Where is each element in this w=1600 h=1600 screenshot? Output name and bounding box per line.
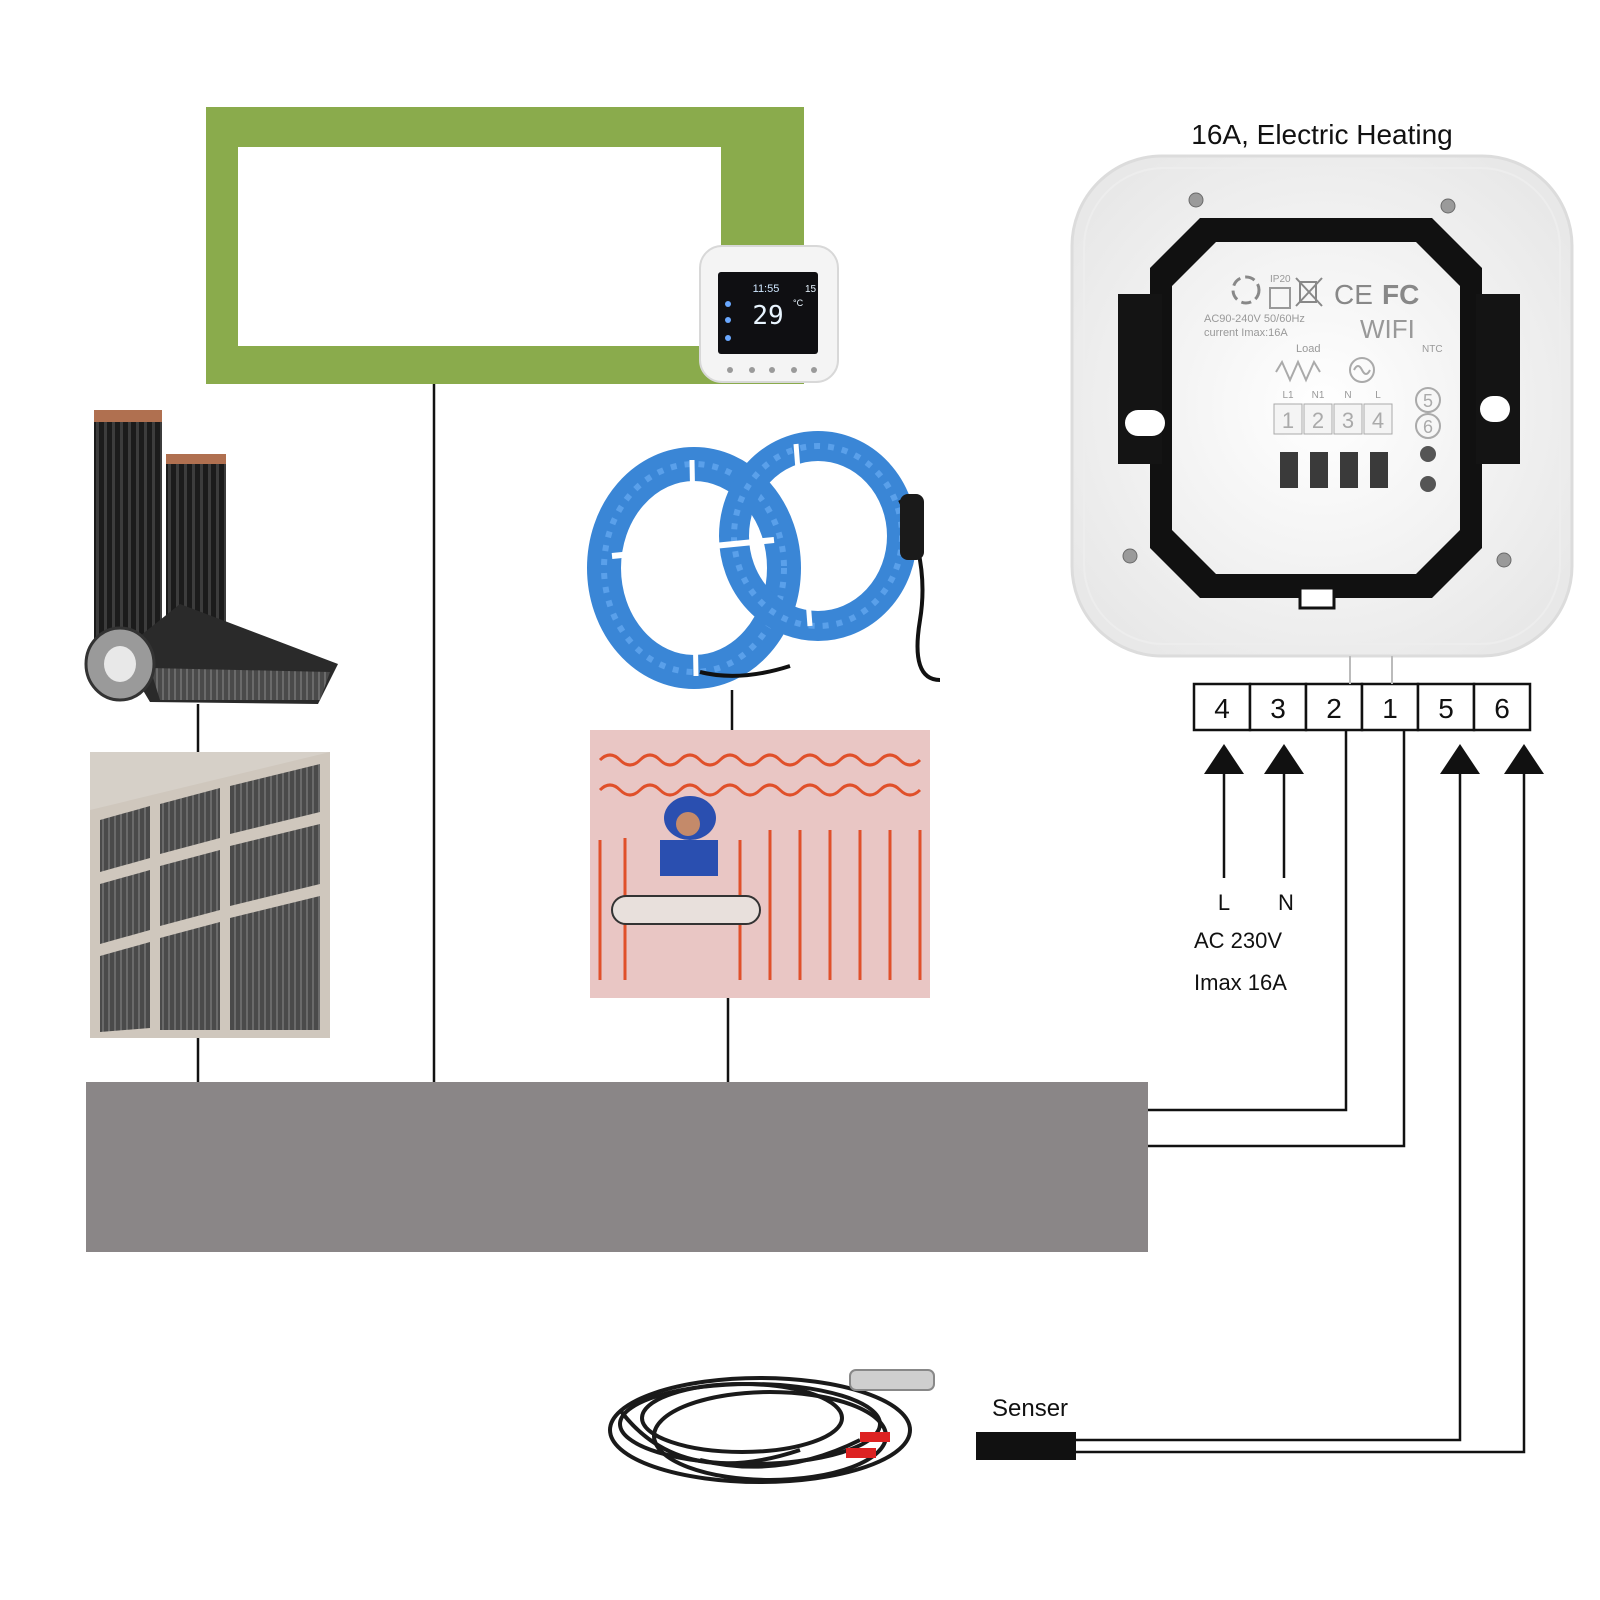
thermostat-temp-set: 15: [805, 284, 817, 295]
wall-panel: [206, 107, 804, 384]
terminal-2: 2: [1326, 693, 1342, 724]
power-current: Imax 16A: [1194, 970, 1287, 995]
terminal-strip: 4 3 2 1 5 6: [1192, 682, 1532, 732]
device-terminal-label-l1: L1: [1282, 390, 1294, 401]
arrow-up-icon: [1204, 744, 1244, 774]
terminal-1-box: [1360, 682, 1420, 732]
power-l-label: L: [1218, 890, 1230, 915]
heating-mat-photo: [590, 730, 930, 998]
screw-icon: [1188, 192, 1204, 208]
sensor-connector: [976, 1432, 1076, 1460]
spec-line-2: current Imax:16A: [1204, 327, 1288, 339]
thermostat-back: IP20 CE FC AC90-240V 50/60Hz current Ima…: [1070, 154, 1574, 658]
thermostat-temp-main: 29: [752, 301, 783, 331]
terminal-4-box: [1192, 682, 1252, 732]
ntc-label: NTC: [1422, 344, 1443, 355]
fc-mark: FC: [1382, 279, 1419, 310]
ip-rating: IP20: [1270, 274, 1291, 285]
recycle-icon: [1231, 275, 1261, 305]
wire-terminal-5-to-sensor: [1076, 770, 1462, 1442]
device-terminal-label-n: N: [1344, 390, 1351, 401]
arrow-up-icon: [1264, 744, 1304, 774]
device-terminal-number-3: 3: [1342, 408, 1354, 433]
load-symbol-icon: [1275, 357, 1375, 383]
thermostat-screen: [718, 272, 818, 354]
floor-heating-film-photo: [90, 752, 330, 1038]
arrow-up-icon: [1504, 744, 1544, 774]
arrow-up-icon: [1440, 744, 1480, 774]
film-roll-icon: [84, 410, 338, 704]
device-terminal-number-4: 4: [1372, 408, 1384, 433]
screw-icon: [1496, 552, 1512, 568]
device-terminal-label-n1: N1: [1312, 390, 1325, 401]
terminal-5: 5: [1438, 693, 1454, 724]
spec-line-1: AC90-240V 50/60Hz: [1204, 313, 1305, 325]
sensor-probe-icon: [608, 1369, 935, 1484]
device-terminal-number-2: 2: [1312, 408, 1324, 433]
power-voltage: AC 230V: [1194, 928, 1282, 953]
terminal-4: 4: [1214, 693, 1230, 724]
thermostat-icon: 11:55 29 °C 15: [699, 245, 839, 383]
screw-icon: [1122, 548, 1138, 564]
thermostat-temp-unit: °C: [793, 298, 804, 308]
terminal-3-box: [1248, 682, 1308, 732]
terminal-6: 6: [1494, 693, 1510, 724]
sensor-label: Senser: [992, 1395, 1068, 1422]
diagram-title: 16A, Electric Heating: [1191, 119, 1452, 150]
wire-terminal-2-to-floor: [1148, 730, 1348, 1112]
device-terminal-number-1: 1: [1282, 408, 1294, 433]
weee-bin-icon: [1295, 277, 1323, 307]
terminal-5-box: [1416, 682, 1476, 732]
power-n-label: N: [1278, 890, 1294, 915]
wifi-label: WIFI: [1360, 314, 1415, 344]
terminal-6-box: [1472, 682, 1532, 732]
terminal-3: 3: [1270, 693, 1286, 724]
terminal-1: 1: [1382, 693, 1398, 724]
load-label: Load: [1296, 343, 1320, 355]
thermostat-time: 11:55: [753, 283, 780, 295]
screw-icon: [1440, 198, 1456, 214]
wire-terminal-6-to-sensor: [1076, 770, 1526, 1454]
ntc-number-6: 6: [1423, 417, 1433, 437]
wall-panel-window: [238, 147, 721, 346]
wires: [196, 384, 1526, 1454]
floor-slab: [86, 1082, 1148, 1252]
wire-terminal-1-to-floor: [1148, 730, 1406, 1148]
ntc-number-5: 5: [1423, 391, 1433, 411]
ce-mark: CE: [1334, 279, 1373, 310]
device-terminal-label-l: L: [1375, 390, 1381, 401]
mounting-bracket: [1150, 218, 1482, 598]
power-input-arrows: L N AC 230V Imax 16A: [1194, 744, 1304, 995]
heating-cable-icon: [587, 431, 941, 689]
